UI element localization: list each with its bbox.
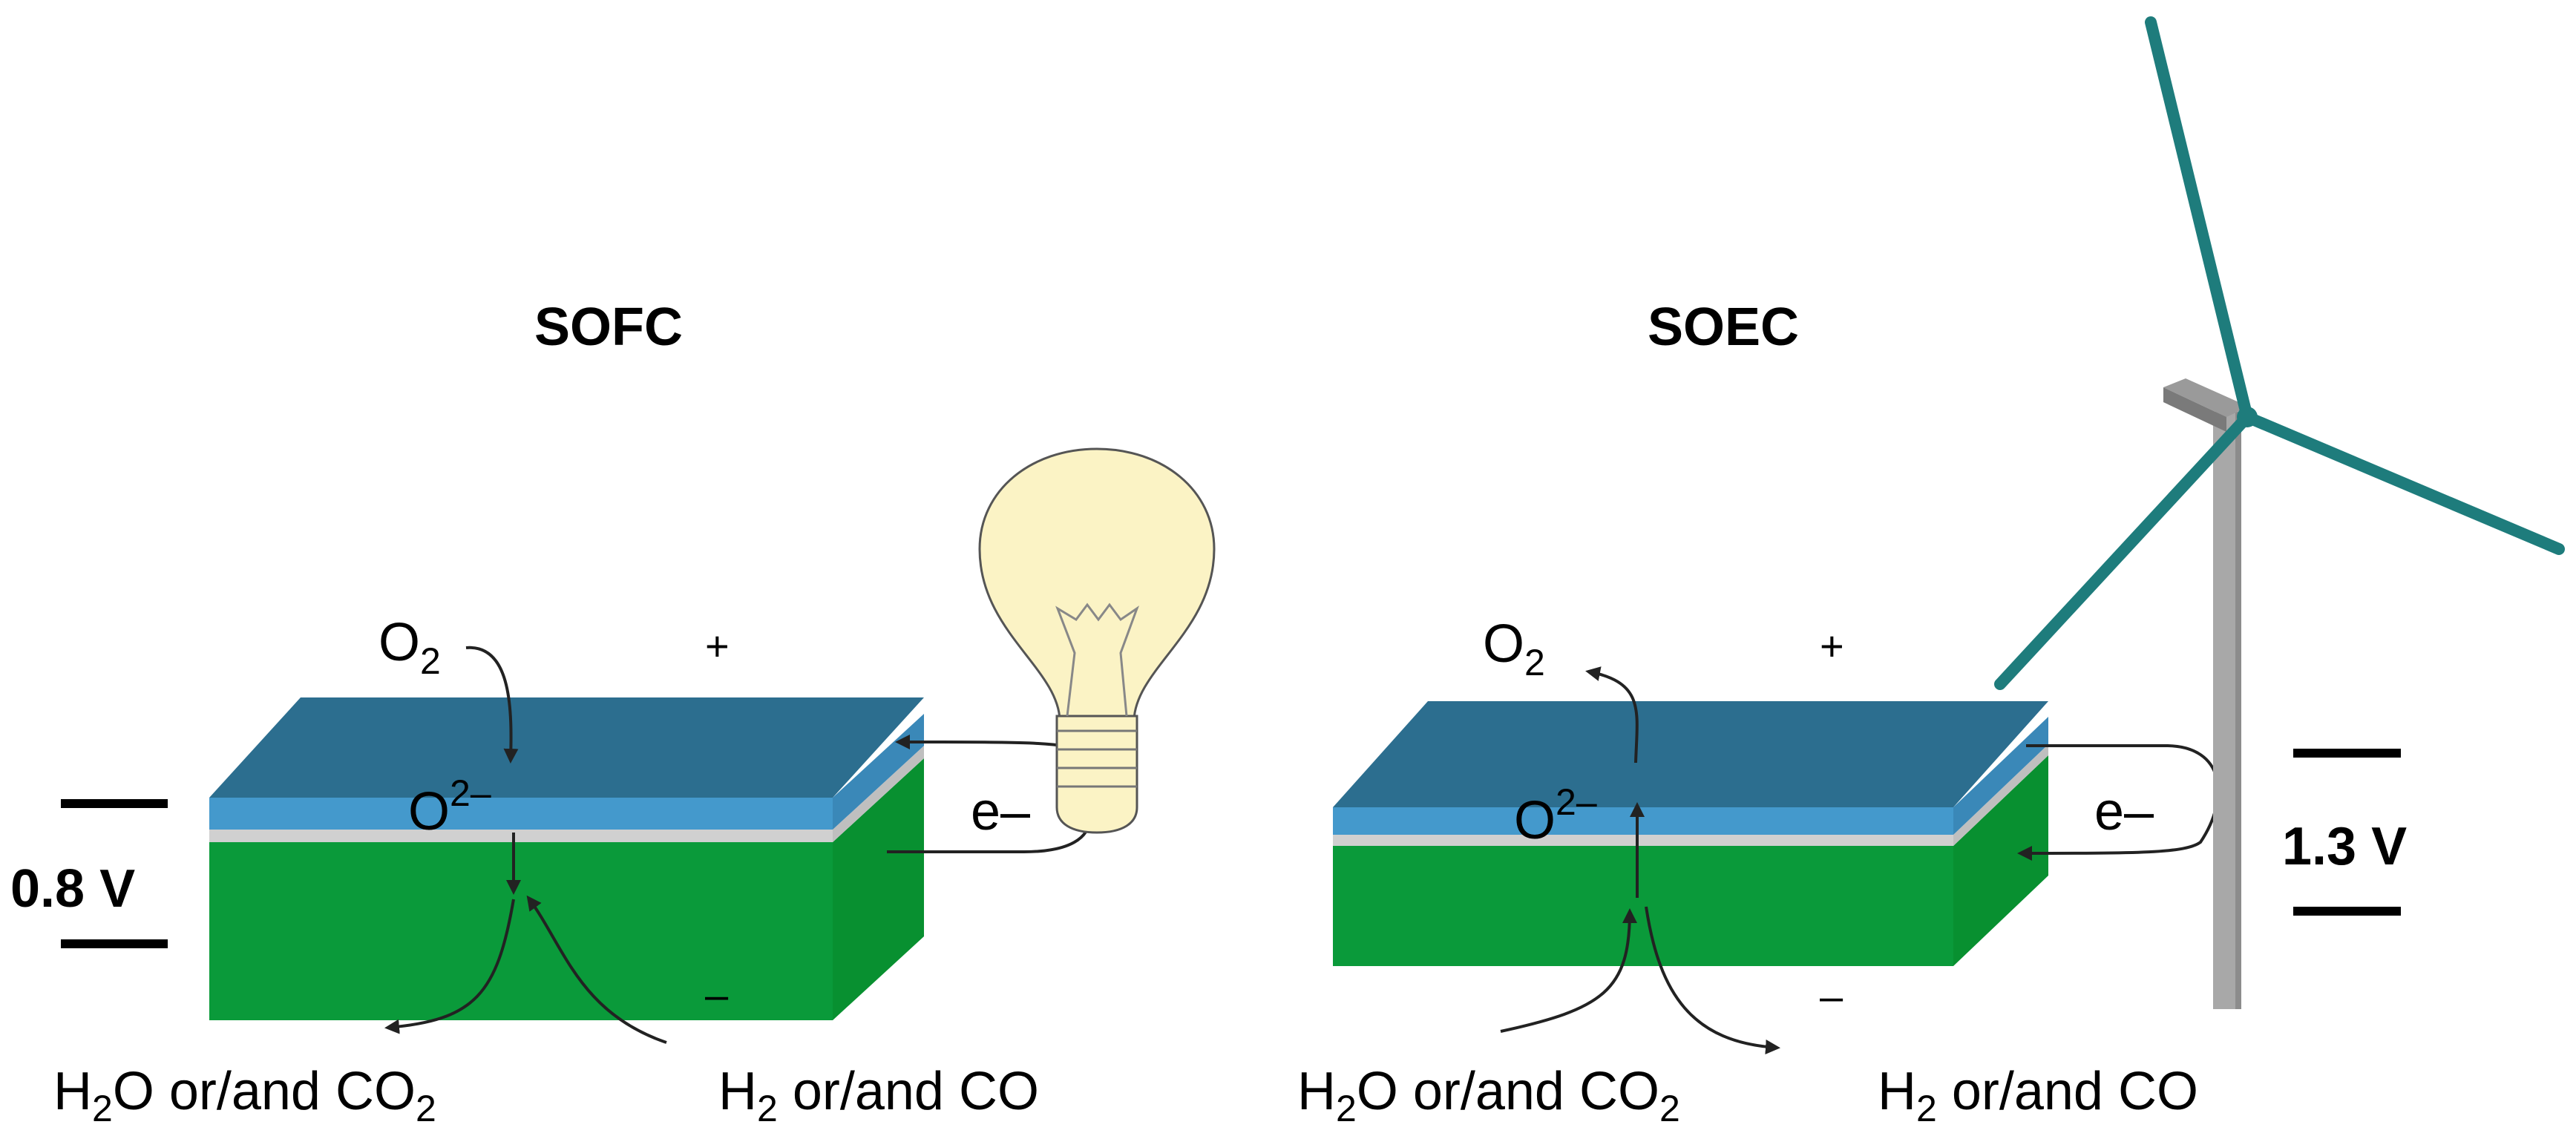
soec-anode-front bbox=[1333, 846, 1953, 966]
sofc-anode-side bbox=[833, 758, 924, 1020]
sofc-plus-sign: + bbox=[705, 623, 730, 669]
sofc-ion-label: O2– bbox=[408, 772, 491, 841]
sofc-title: SOFC bbox=[534, 298, 683, 357]
soec-voltage-label: 1.3 V bbox=[2282, 817, 2407, 876]
soec-input-label: H2O or/and CO2 bbox=[1297, 1062, 1680, 1129]
soec-cathode-top bbox=[1333, 701, 2048, 807]
sofc-minus-sign: – bbox=[705, 971, 729, 1018]
soec-o2-label: O2 bbox=[1483, 614, 1545, 683]
sofc-cell bbox=[209, 697, 924, 1020]
soec-plus-sign: + bbox=[1820, 623, 1844, 669]
soec-output-arrow bbox=[1645, 906, 1780, 1055]
sofc-cathode-top bbox=[209, 697, 924, 798]
soec-cell bbox=[1333, 701, 2048, 966]
sofc-anode-front bbox=[209, 842, 833, 1020]
sofc-o2-arrow bbox=[465, 646, 519, 764]
soec-electrolyte-side bbox=[1953, 744, 2048, 846]
sofc-voltage-label: 0.8 V bbox=[10, 859, 135, 919]
soec-electrolyte-front bbox=[1333, 835, 1953, 846]
soec-circuit-in bbox=[2017, 744, 2220, 861]
soec-ion-label: O2– bbox=[1514, 781, 1597, 850]
soec-output-label: H2 or/and CO bbox=[1878, 1062, 2198, 1129]
sofc-o2-label: O2 bbox=[378, 613, 441, 682]
sofc-electron-label: e– bbox=[971, 782, 1031, 841]
soec-electron-label: e– bbox=[2094, 782, 2154, 841]
lightbulb-icon bbox=[978, 447, 1216, 834]
sofc-output-label: H2O or/and CO2 bbox=[53, 1062, 436, 1129]
wind-turbine-icon bbox=[1994, 16, 2565, 1009]
sofc-panel: SOFC + – O2 O2– H2O or/and CO2 H2 or/and… bbox=[10, 298, 1216, 1129]
soec-minus-sign: – bbox=[1820, 973, 1843, 1020]
soec-o2-arrow bbox=[1585, 666, 1639, 764]
sofc-output-arrow bbox=[384, 899, 515, 1034]
soec-anode-side bbox=[1953, 755, 2048, 966]
soec-input-arrow bbox=[1500, 908, 1637, 1033]
soec-panel: SOEC + – O2 O2– H2O or/and CO2 H2 or/and… bbox=[1297, 16, 2565, 1129]
sofc-input-label: H2 or/and CO bbox=[718, 1062, 1039, 1129]
soec-cathode-side bbox=[1953, 717, 2048, 835]
sofc-electrolyte-front bbox=[209, 830, 833, 842]
sofc-cathode-front bbox=[209, 798, 833, 830]
soec-cathode-front bbox=[1333, 807, 1953, 835]
sofc-electrolyte-side bbox=[833, 746, 924, 842]
soec-title: SOEC bbox=[1648, 298, 1799, 357]
sofc-input-arrow bbox=[526, 895, 667, 1044]
